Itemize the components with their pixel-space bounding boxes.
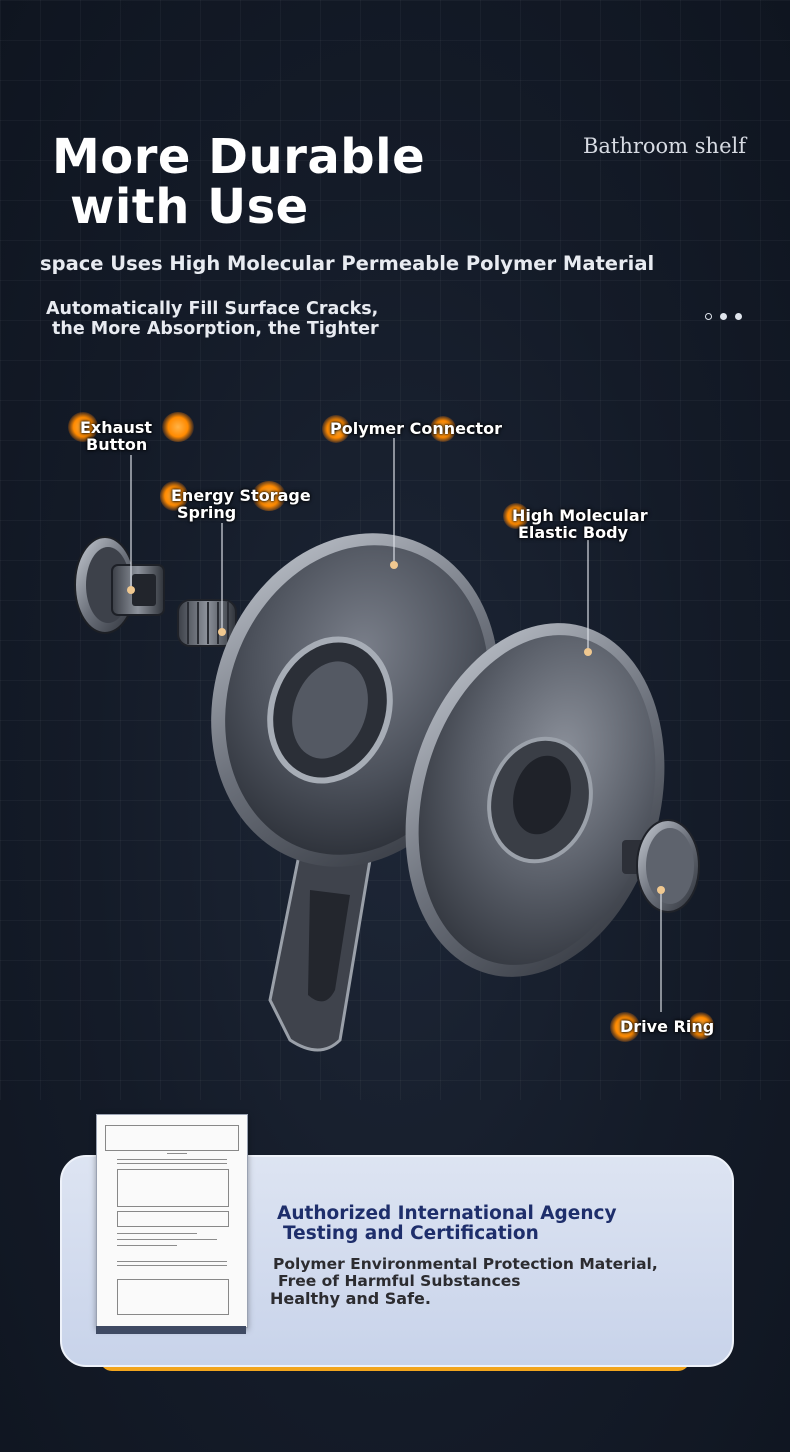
callout-high-molecular-elastic-body: High Molecular Elastic Body [512,507,648,541]
carousel-dot[interactable] [735,313,742,320]
subtitle: space Uses High Molecular Permeable Poly… [40,252,655,275]
callout-line: Elastic Body [518,523,628,542]
title-line-1: More Durable [52,129,426,185]
certification-body-line-3: Healthy and Safe. [270,1289,431,1308]
certification-heading-line-2: Testing and Certification [283,1223,539,1244]
callout-energy-storage-spring: Energy Storage Spring [171,487,311,521]
description: Automatically Fill Surface Cracks, the M… [46,299,379,339]
carousel-dots [705,313,742,320]
certification-body: Polymer Environmental Protection Materia… [270,1256,658,1308]
description-line-2: the More Absorption, the Tighter [52,319,379,339]
high-molecular-elastic-body-part [405,623,665,977]
drive-ring-part [622,819,700,913]
exhaust-button-part [74,536,165,634]
brand-label: Bathroom shelf [582,134,746,158]
glow-marker [503,503,529,529]
hook-arm [268,848,372,1052]
glow-marker [610,1012,640,1042]
certification-body-line-2: Free of Harmful Substances [278,1272,521,1290]
glow-marker [688,1012,714,1040]
callout-exhaust-button: Exhaust Button [80,419,152,453]
callout-drive-ring: Drive Ring [620,1017,715,1036]
certificate-document-image [96,1114,248,1328]
callout-polymer-connector: Polymer Connector [330,419,502,438]
callout-line: Button [86,435,148,454]
glow-marker [430,416,456,442]
glow-marker [162,412,194,442]
callout-line: Energy Storage [171,486,311,505]
callout-line: Exhaust [80,418,152,437]
product-exploded-view [74,438,700,1052]
glow-marker [68,412,98,442]
certification-heading-line-1: Authorized International Agency [277,1203,617,1224]
energy-storage-spring-part [177,599,237,647]
callout-line: Spring [177,503,237,522]
description-line-1: Automatically Fill Surface Cracks, [46,299,379,319]
carousel-dot[interactable] [720,313,727,320]
certification-heading: Authorized International Agency Testing … [277,1204,617,1244]
glow-marker [322,415,350,443]
certification-body-line-1: Polymer Environmental Protection Materia… [273,1255,658,1273]
glow-marker [160,481,188,511]
title-line-2: with Use [70,179,309,235]
certificate-stand [96,1326,246,1334]
glow-marker [252,481,286,511]
page-title: More Durable with Use [52,132,425,232]
carousel-dot[interactable] [705,313,712,320]
callout-line: High Molecular [512,506,648,525]
